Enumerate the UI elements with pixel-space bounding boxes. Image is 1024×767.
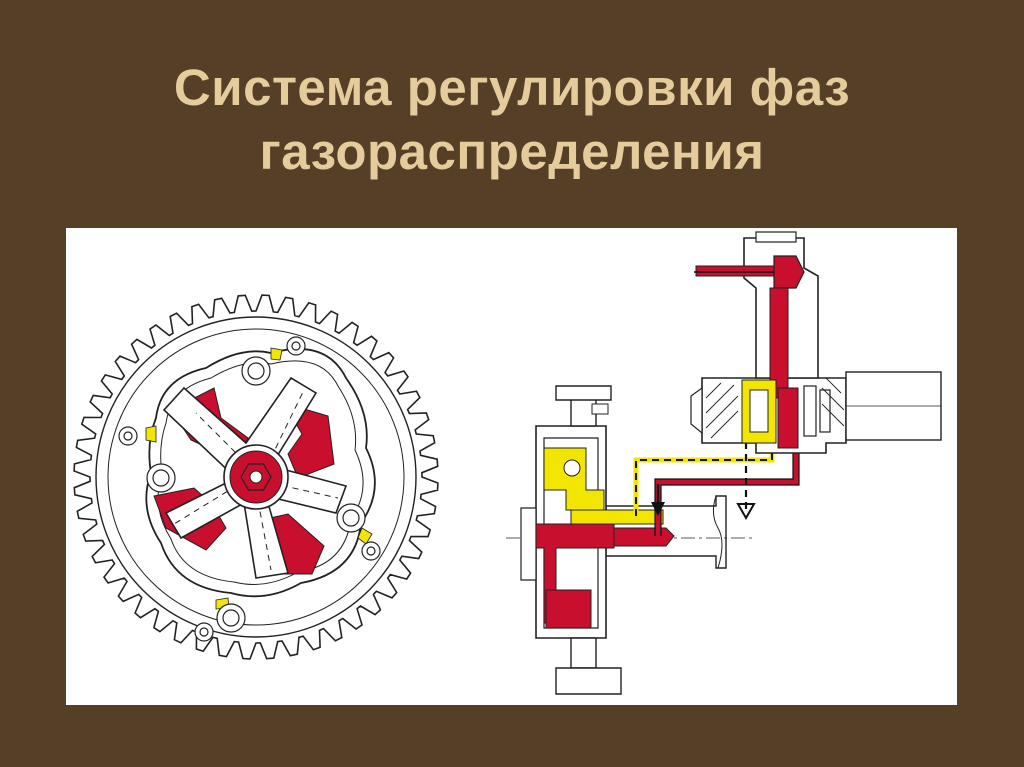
valve-cross-section xyxy=(506,231,942,695)
drain-arrow xyxy=(736,503,756,521)
diagram-svg xyxy=(73,231,942,695)
return-pocket-1 xyxy=(145,425,157,443)
pressure-chamber-bottom xyxy=(545,589,592,629)
bolt-4 xyxy=(216,603,246,633)
spool-yellow-inner xyxy=(749,389,769,433)
cam-phaser-sprocket xyxy=(73,294,439,660)
title-line-2: газораспределения xyxy=(259,123,765,181)
feed-arrow xyxy=(651,502,665,516)
spool-red xyxy=(777,387,799,449)
title-line-1: Система регулировки фаз xyxy=(173,59,851,117)
spool-land-1 xyxy=(803,385,817,437)
return-pocket-2 xyxy=(270,347,283,361)
camshaft-break xyxy=(712,495,723,569)
bolt-1 xyxy=(241,356,271,386)
small-bolt xyxy=(591,403,609,415)
spool-land-2 xyxy=(819,389,831,433)
bolt-8 xyxy=(194,622,214,642)
sprocket-rim xyxy=(95,316,417,638)
pressure-gallery-shaft xyxy=(613,527,675,547)
bolt-7 xyxy=(361,541,381,561)
hub-bolt-center xyxy=(249,470,263,484)
bolt-5 xyxy=(286,336,306,356)
valve-top-cap xyxy=(755,231,797,243)
diagram-figure xyxy=(66,228,957,705)
bottom-cap xyxy=(555,667,622,695)
bolt-3 xyxy=(146,463,176,493)
left-flange xyxy=(520,507,537,581)
slide-title: Система регулировки фаз газораспределени… xyxy=(40,56,984,184)
rotor-vane-dashes xyxy=(173,389,339,571)
bolt-2 xyxy=(336,503,366,533)
bolt-6 xyxy=(118,426,138,446)
valve-nose xyxy=(690,386,703,435)
valve-hatch xyxy=(705,377,845,439)
inlet-fitting xyxy=(773,255,805,289)
inlet-pipe xyxy=(695,265,783,277)
check-ball xyxy=(563,459,581,477)
return-gallery-shaft xyxy=(570,509,664,525)
sprocket-inner-rim xyxy=(107,328,405,626)
top-cap xyxy=(555,385,612,401)
sprocket-bolts xyxy=(118,336,381,642)
